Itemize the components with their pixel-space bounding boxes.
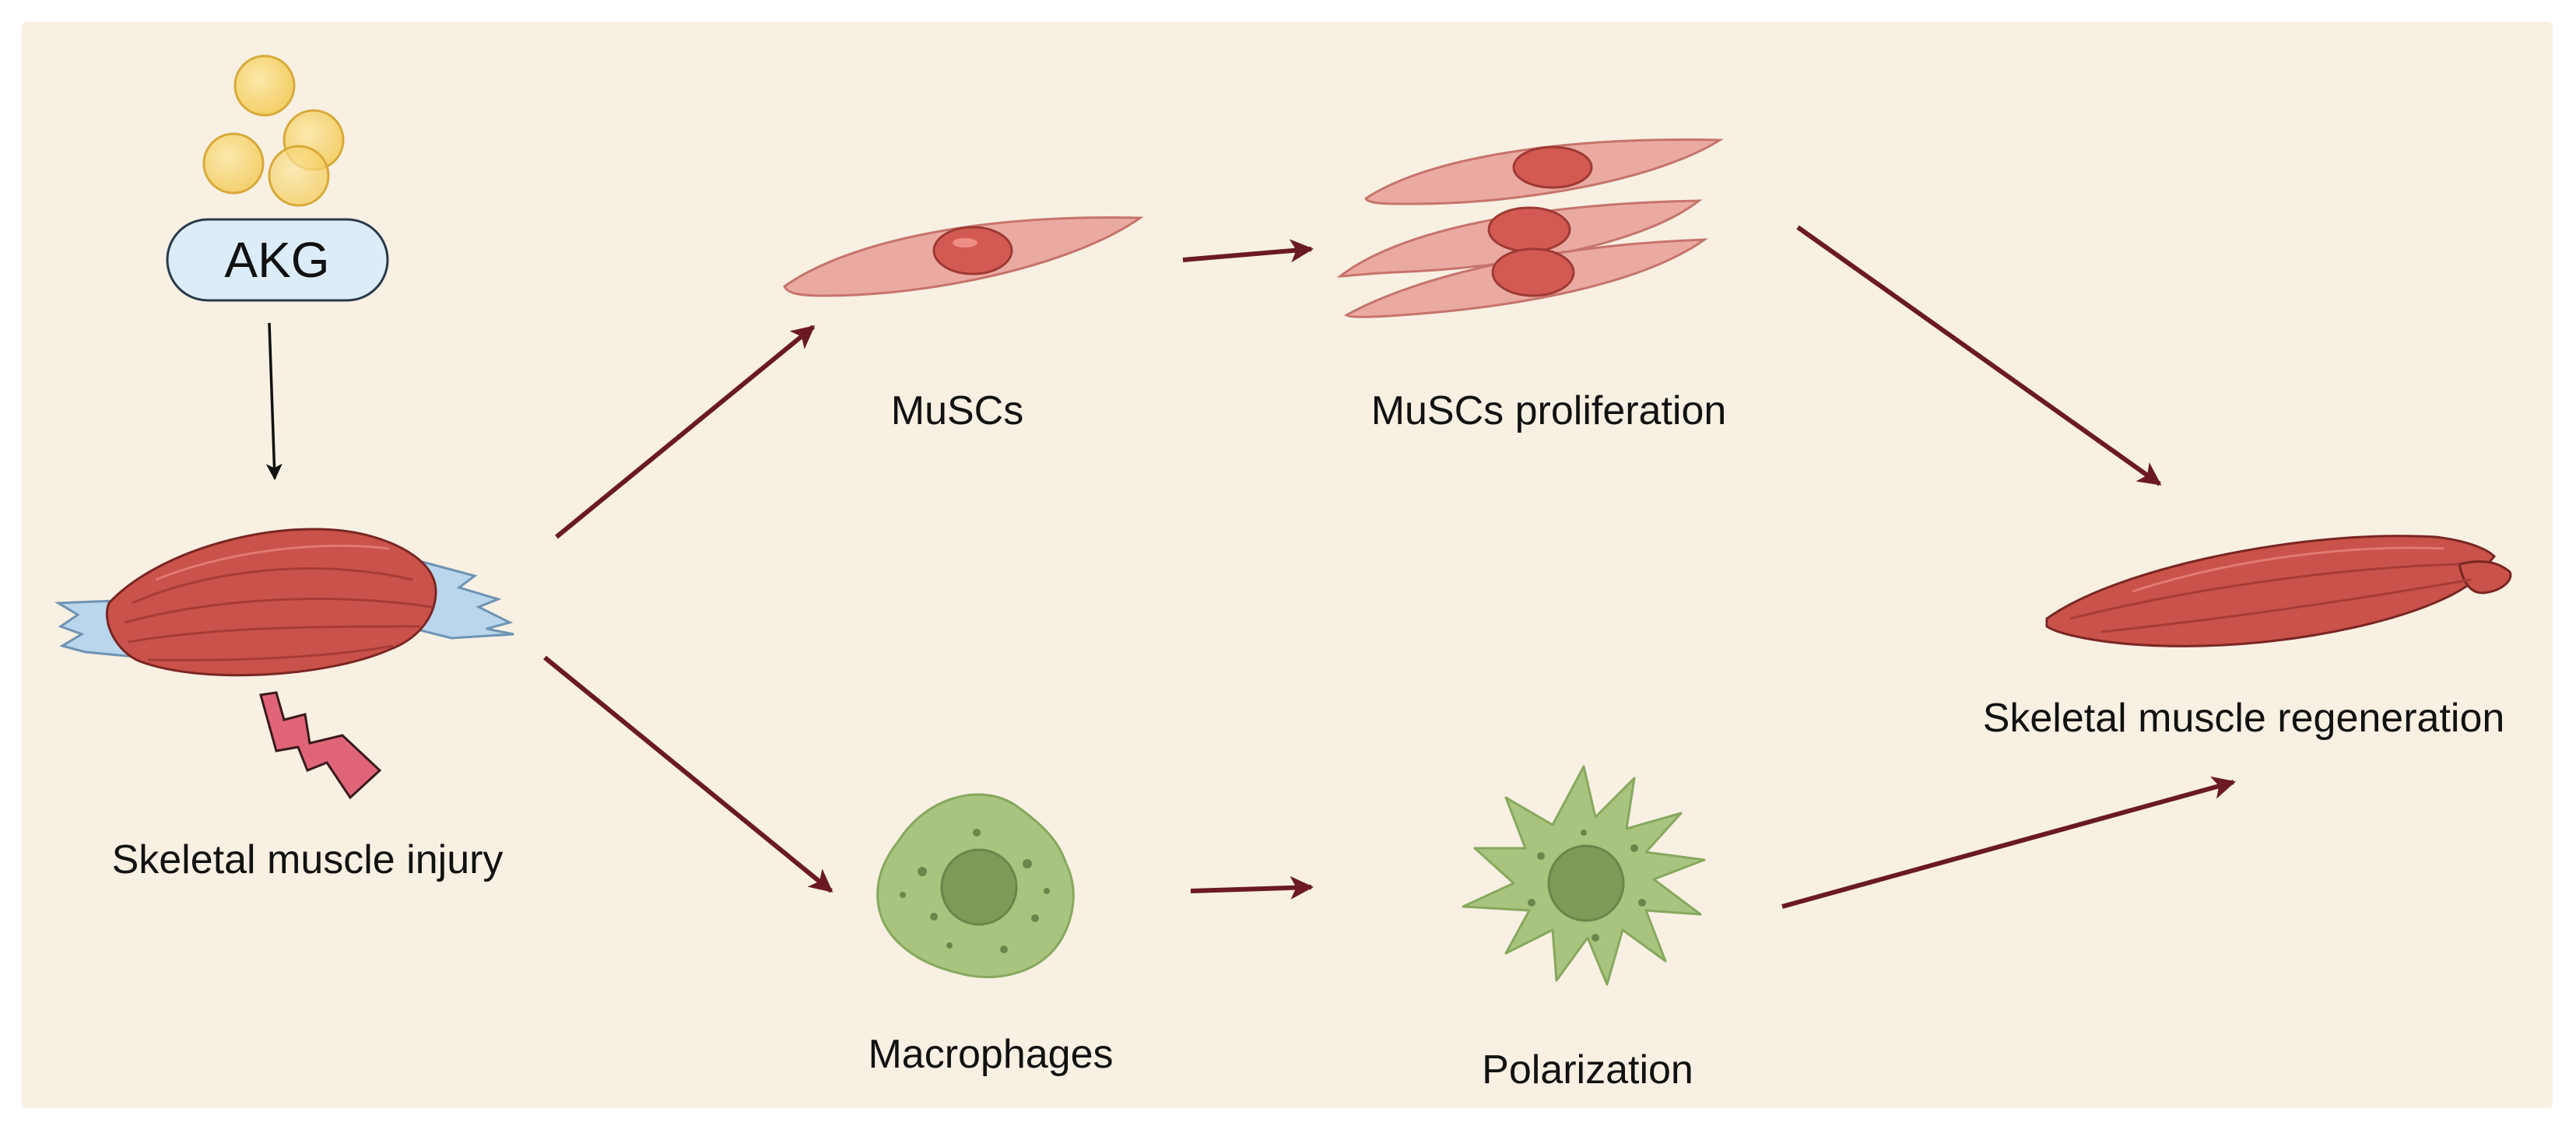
proliferating-cells-icon: [1336, 138, 1725, 318]
arrow-injury-to-macrophages: [543, 655, 834, 893]
arrow-macrophages-to-polarization: [1190, 875, 1314, 900]
arrow-akg-to-injury: [265, 322, 283, 481]
proliferation-label: MuSCs proliferation: [1371, 388, 1727, 433]
injured-muscle-icon: [54, 528, 514, 677]
diagram-background: [22, 22, 2553, 1108]
macrophages-label: Macrophages: [868, 1032, 1113, 1077]
akg-molecules-icon: [202, 54, 345, 207]
akg-pill: [166, 218, 389, 302]
muscs-label: MuSCs: [891, 388, 1023, 433]
akg-node: AKG: [166, 218, 389, 302]
arrow-injury-to-muscs: [555, 324, 816, 539]
arrow-proliferation-to-regeneration: [1796, 225, 2162, 486]
polarization-label: Polarization: [1482, 1047, 1693, 1093]
arrow-polarization-to-regeneration: [1781, 776, 2236, 909]
regeneration-label: Skeletal muscle regeneration: [1983, 696, 2505, 741]
injury-label: Skeletal muscle injury: [112, 837, 504, 882]
arrow-muscs-to-proliferation: [1182, 239, 1314, 263]
injury-lightning-icon: [259, 691, 382, 800]
muscle-stem-cell-icon: [783, 216, 1144, 297]
akg-label: AKG: [224, 232, 329, 288]
polarized-macrophage-icon: [1462, 765, 1706, 986]
regenerated-muscle-icon: [2045, 535, 2512, 647]
macrophage-icon: [876, 793, 1075, 979]
